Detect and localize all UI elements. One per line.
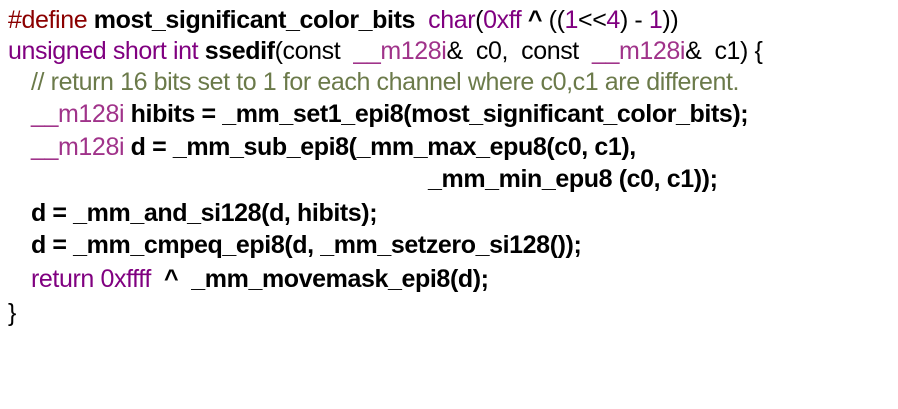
minus-operator: - (627, 6, 649, 34)
const-keyword-1: const (282, 37, 341, 65)
xor-operator: ^ (527, 6, 543, 34)
char-keyword: char (428, 6, 476, 34)
close-paren: ) (619, 6, 628, 34)
param-type-1: __m128i (353, 37, 447, 65)
statement: d = _mm_cmpeq_epi8(d, _mm_setzero_si128(… (31, 231, 582, 259)
code-line-3: // return 16 bits set to 1 for each chan… (31, 65, 739, 99)
literal-one: 1 (564, 6, 579, 34)
code-line-6: _mm_min_epu8 (c0, c1)); (428, 162, 718, 196)
code-line-8: d = _mm_cmpeq_epi8(d, _mm_setzero_si128(… (31, 228, 582, 262)
function-name: ssedif (204, 37, 275, 65)
shift-operator: << (578, 6, 607, 34)
code-line-7: d = _mm_and_si128(d, hibits); (31, 196, 378, 230)
statement: d = _mm_and_si128(d, hibits); (31, 199, 378, 227)
code-line-10: } (8, 296, 16, 330)
amp-2: & (685, 37, 702, 65)
statement: hibits = _mm_set1_epi8(most_significant_… (130, 100, 749, 128)
code-line-4: __m128i hibits = _mm_set1_epi8(most_sign… (31, 97, 749, 131)
hex-literal: 0xffff (100, 265, 151, 293)
return-type: unsigned short int (8, 37, 199, 65)
code-line-2: unsigned short int ssedif(const __m128i&… (8, 34, 763, 68)
statement: _mm_min_epu8 (c0, c1)); (428, 165, 718, 193)
statement: d = _mm_sub_epi8(_mm_max_epu8(c0, c1), (130, 133, 637, 161)
return-keyword: return (31, 265, 94, 293)
hex-literal: 0xff (483, 6, 522, 34)
literal-four: 4 (606, 6, 620, 34)
const-keyword-2: const (521, 37, 579, 65)
param-2: c1) { (714, 37, 763, 65)
amp-1: & (446, 37, 463, 65)
literal-one-b: 1 (648, 6, 663, 34)
expr-open: (( (548, 6, 565, 34)
open-paren: ( (475, 6, 484, 34)
type-m128i: __m128i (31, 133, 125, 161)
expr-close: )) (662, 6, 679, 34)
closing-brace: } (8, 299, 16, 327)
open-paren: ( (274, 37, 283, 65)
define-directive: #define (8, 6, 88, 34)
code-line-1: #define most_significant_color_bits char… (8, 3, 679, 37)
code-line-5: __m128i d = _mm_sub_epi8(_mm_max_epu8(c0… (31, 130, 636, 164)
param-type-2: __m128i (591, 37, 686, 65)
type-m128i: __m128i (31, 100, 125, 128)
xor-operator: ^ (164, 265, 179, 293)
code-line-9: return 0xffff ^ _mm_movemask_epi8(d); (31, 262, 489, 296)
param-1: c0, (475, 37, 509, 65)
macro-name: most_significant_color_bits (93, 6, 416, 34)
statement: _mm_movemask_epi8(d); (191, 265, 489, 293)
comment: // return 16 bits set to 1 for each chan… (31, 68, 740, 96)
